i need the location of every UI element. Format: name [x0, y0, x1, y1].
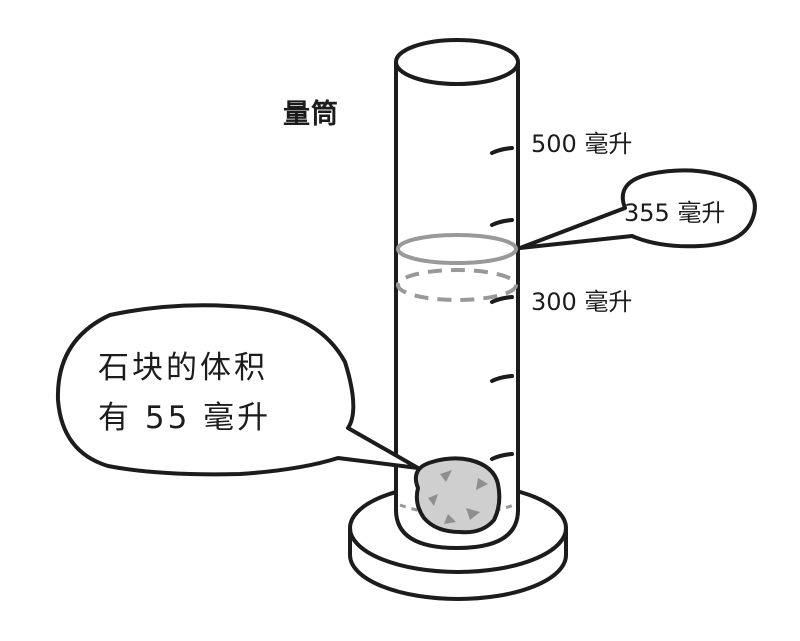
scale-label-500: 500 毫升	[531, 130, 633, 158]
rock-icon	[413, 456, 502, 535]
cylinder-tube	[394, 38, 520, 551]
level-callout-bubble	[518, 168, 757, 250]
rock-note-line2: 有 55 毫升	[98, 400, 272, 436]
tick-500	[490, 146, 514, 155]
scale-label-300: 300 毫升	[531, 288, 633, 316]
water-level-line	[396, 233, 518, 265]
tube-top-opening	[394, 38, 520, 86]
rock-note-line1: 石块的体积	[98, 350, 268, 386]
scale-ticks	[490, 146, 514, 461]
diagram-title: 量筒	[283, 99, 339, 130]
rock-callout-bubble	[55, 303, 420, 477]
rock-volume-note: 石块的体积 有 55 毫升	[98, 343, 271, 443]
tick-200	[490, 374, 514, 383]
tube-bottom-inner	[399, 503, 515, 517]
tick-400	[490, 218, 514, 227]
tick-300	[490, 295, 514, 304]
previous-level-dashed	[396, 268, 518, 302]
tick-100	[490, 452, 514, 461]
water-levels	[396, 233, 518, 302]
water-level-label: 355 毫升	[624, 199, 726, 227]
